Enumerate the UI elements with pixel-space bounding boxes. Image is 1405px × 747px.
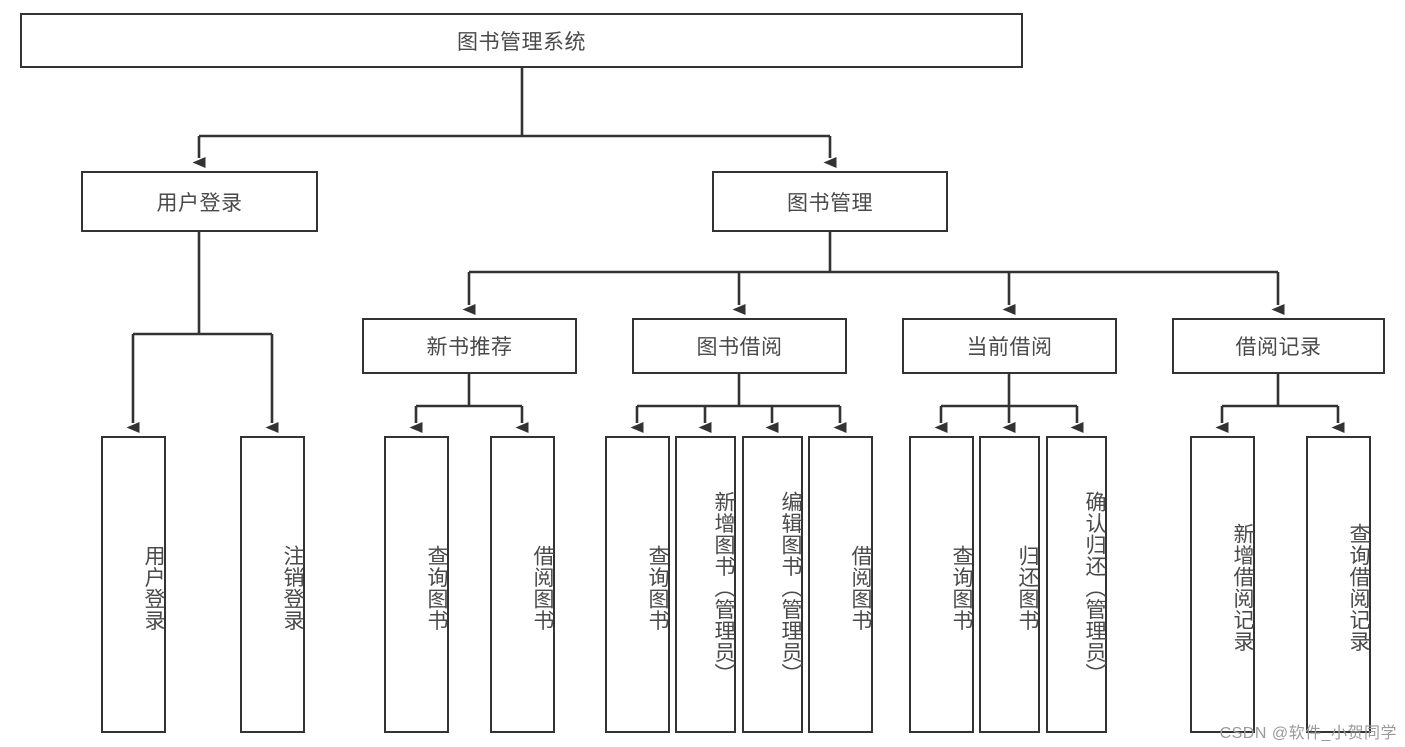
node-leaf-query-book-2-label: 查询图书 [646,544,669,631]
node-leaf-borrow-book-2-label: 借阅图书 [849,544,872,631]
node-leaf-query-record-label: 查询借阅记录 [1347,523,1370,652]
node-current-borrow[interactable]: 当前借阅 [902,318,1117,374]
node-leaf-borrow-book-1[interactable]: 借阅图书 [490,436,555,733]
node-leaf-query-book-1[interactable]: 查询图书 [384,436,449,733]
node-leaf-query-book-2[interactable]: 查询图书 [605,436,670,733]
node-leaf-user-login[interactable]: 用户登录 [101,436,166,733]
watermark-text: CSDN @软件_小贺同学 [1219,725,1397,742]
node-book-borrow-label: 图书借阅 [696,336,783,359]
node-leaf-edit-book[interactable]: 编辑图书（管理员） [742,436,803,733]
node-leaf-borrow-book-2[interactable]: 借阅图书 [808,436,873,733]
node-leaf-add-book[interactable]: 新增图书（管理员） [675,436,736,733]
node-leaf-edit-book-label: 编辑图书（管理员） [779,490,802,685]
node-user-login-label: 用户登录 [156,191,243,215]
node-new-book-recommend-label: 新书推荐 [426,336,513,359]
node-borrow-record-label: 借阅记录 [1235,336,1322,359]
node-leaf-return-book-label: 归还图书 [1016,544,1039,631]
node-leaf-query-record[interactable]: 查询借阅记录 [1306,436,1371,733]
node-root-label: 图书管理系统 [457,30,586,54]
node-book-management-label: 图书管理 [787,191,873,215]
node-borrow-record[interactable]: 借阅记录 [1172,318,1385,374]
node-leaf-query-book-3-label: 查询图书 [950,544,973,631]
node-leaf-add-record-label: 新增借阅记录 [1231,523,1254,652]
node-book-borrow[interactable]: 图书借阅 [632,318,847,374]
node-new-book-recommend[interactable]: 新书推荐 [362,318,577,374]
node-leaf-query-book-1-label: 查询图书 [425,544,448,631]
node-current-borrow-label: 当前借阅 [966,336,1053,359]
node-leaf-add-record[interactable]: 新增借阅记录 [1190,436,1255,733]
node-leaf-user-login-label: 用户登录 [142,544,165,631]
node-book-management[interactable]: 图书管理 [712,171,948,232]
node-user-login[interactable]: 用户登录 [81,171,318,232]
node-leaf-confirm-return-label: 确认归还（管理员） [1083,490,1106,685]
node-leaf-confirm-return[interactable]: 确认归还（管理员） [1046,436,1107,733]
node-leaf-borrow-book-1-label: 借阅图书 [531,544,554,631]
node-leaf-add-book-label: 新增图书（管理员） [712,490,735,685]
node-leaf-user-logout[interactable]: 注销登录 [240,436,305,733]
node-root[interactable]: 图书管理系统 [20,13,1023,68]
node-leaf-user-logout-label: 注销登录 [281,544,304,631]
node-leaf-return-book[interactable]: 归还图书 [979,436,1040,733]
node-leaf-query-book-3[interactable]: 查询图书 [909,436,974,733]
